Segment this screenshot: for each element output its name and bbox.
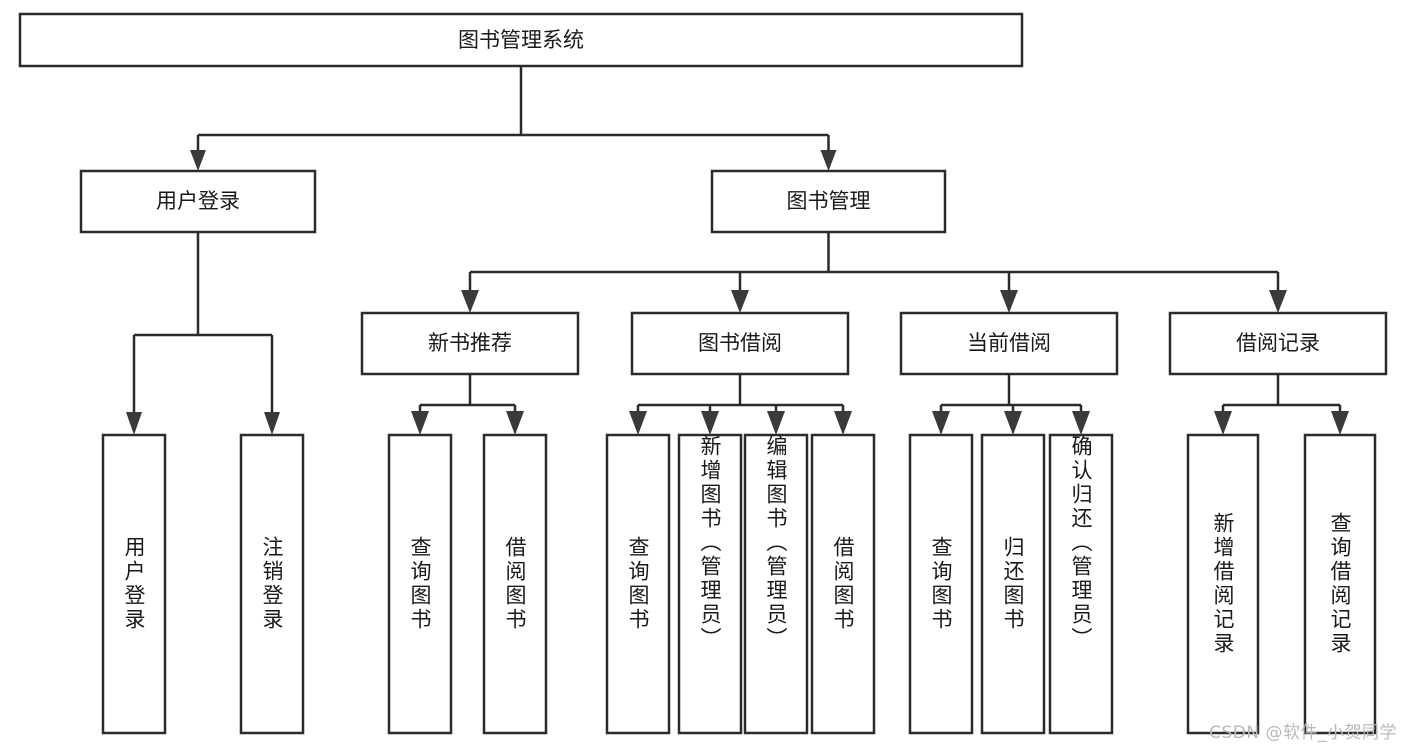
leaf-current-confirm-box[interactable] — [1048, 433, 1114, 735]
arrow-head-userlogin — [190, 150, 206, 171]
leaf-newbook-borrow-box[interactable] — [482, 433, 548, 735]
arrow-head-user-login-leaf — [126, 412, 142, 435]
node-new-book-recommend-label: 新书推荐 — [428, 331, 512, 355]
node-current-borrow-label: 当前借阅 — [967, 331, 1051, 355]
leaf-borrow-add-box[interactable] — [677, 433, 743, 735]
connector-group-bookmgmt — [461, 232, 1287, 313]
leaf-current-return-box[interactable] — [980, 433, 1046, 735]
leaf-newbook-query-box[interactable] — [387, 433, 453, 735]
leaf-borrow-edit-box[interactable] — [743, 433, 809, 735]
node-user-login-box[interactable] — [79, 169, 317, 234]
leaf-current-query-box[interactable] — [908, 433, 974, 735]
node-user-login-label: 用户登录 — [156, 189, 240, 213]
arrow-head-borrow-leaf-2 — [701, 411, 719, 435]
connector-group-current — [932, 374, 1090, 435]
arrow-head-newbook — [461, 290, 479, 313]
arrow-head-newbook-leaf-1 — [411, 411, 429, 435]
arrow-head-records — [1269, 290, 1287, 313]
arrow-head-borrow — [731, 290, 749, 313]
watermark-text: CSDN @软件_小贺同学 — [1209, 723, 1397, 743]
arrow-head-newbook-leaf-2 — [506, 411, 524, 435]
node-borrow-records-box[interactable] — [1168, 311, 1388, 376]
node-root-box[interactable] — [18, 12, 1024, 68]
leaf-user-login-box[interactable] — [101, 433, 167, 735]
arrow-head-records-leaf-2 — [1331, 411, 1349, 435]
arrow-head-current-leaf-1 — [932, 411, 950, 435]
connector-group-records — [1214, 374, 1349, 435]
leaf-records-add-box[interactable] — [1186, 433, 1260, 735]
node-book-management-box[interactable] — [710, 169, 947, 234]
node-new-book-recommend-box[interactable] — [360, 311, 580, 376]
node-book-management-label: 图书管理 — [787, 189, 871, 213]
arrow-head-current-leaf-2 — [1004, 411, 1022, 435]
arrow-head-logout-leaf — [264, 412, 280, 435]
arrow-head-current — [1000, 290, 1018, 313]
leaf-borrow-lend-box[interactable] — [810, 433, 876, 735]
arrow-head-borrow-leaf-4 — [834, 411, 852, 435]
arrow-head-borrow-leaf-1 — [629, 411, 647, 435]
node-borrow-records-label: 借阅记录 — [1236, 331, 1320, 355]
arrow-head-borrow-leaf-3 — [767, 411, 785, 435]
node-book-borrow-box[interactable] — [630, 311, 850, 376]
node-book-borrow-label: 图书借阅 — [698, 331, 782, 355]
connector-group-userlogin — [126, 232, 280, 435]
connector-group-borrow — [629, 374, 852, 435]
connector-group-newbook — [411, 374, 524, 435]
arrow-head-current-leaf-3 — [1072, 411, 1090, 435]
leaf-records-query-box[interactable] — [1303, 433, 1377, 735]
arrow-head-bookmgmt — [820, 150, 837, 171]
leaf-borrow-query-box[interactable] — [605, 433, 671, 735]
node-root-label: 图书管理系统 — [458, 28, 584, 52]
connector-group-root — [190, 66, 837, 171]
node-current-borrow-box[interactable] — [899, 311, 1119, 376]
leaf-logout-box[interactable] — [239, 433, 305, 735]
arrow-head-records-leaf-1 — [1214, 411, 1232, 435]
